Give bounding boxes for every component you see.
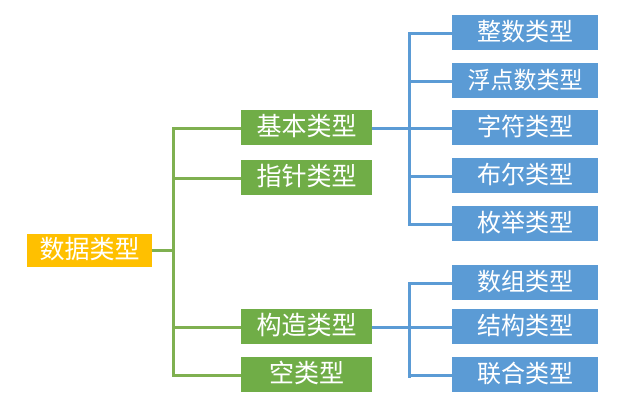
connector-blue-branch-1	[408, 32, 453, 35]
branch-node-basic-type[interactable]: 基本类型	[241, 110, 372, 145]
leaf-node-float-type[interactable]: 浮点数类型	[452, 63, 598, 98]
leaf-node-char-type[interactable]: 字符类型	[452, 110, 598, 145]
connector-blue-branch-5	[408, 223, 453, 226]
leaf-node-bool-type[interactable]: 布尔类型	[452, 158, 598, 193]
branch-node-construct-type[interactable]: 构造类型	[241, 309, 372, 344]
connector-green-branch-2	[172, 177, 242, 180]
connector-blue-branch-4	[408, 175, 453, 178]
connector-blue-branch-7	[408, 326, 453, 329]
connector-root-stub	[152, 249, 174, 252]
connector-green-branch-4	[172, 374, 242, 377]
leaf-node-enum-type[interactable]: 枚举类型	[452, 206, 598, 241]
connector-blue-branch-3	[408, 127, 453, 130]
connector-blue-branch-8	[408, 374, 453, 377]
leaf-node-array-type[interactable]: 数组类型	[452, 265, 598, 300]
connector-blue-branch-6	[408, 282, 453, 285]
branch-node-void-type[interactable]: 空类型	[241, 357, 372, 392]
connector-blue-trunk-lower	[408, 282, 411, 378]
connector-construct-stub	[372, 326, 410, 329]
connector-green-branch-1	[172, 127, 242, 130]
connector-green-branch-3	[172, 326, 242, 329]
branch-node-pointer-type[interactable]: 指针类型	[241, 160, 372, 195]
leaf-node-struct-type[interactable]: 结构类型	[452, 309, 598, 344]
connector-green-trunk	[172, 128, 175, 377]
connector-basic-stub	[372, 127, 410, 130]
leaf-node-integer-type[interactable]: 整数类型	[452, 15, 598, 50]
connector-blue-branch-2	[408, 80, 453, 83]
root-node-data-type[interactable]: 数据类型	[27, 234, 152, 267]
leaf-node-union-type[interactable]: 联合类型	[452, 357, 598, 392]
